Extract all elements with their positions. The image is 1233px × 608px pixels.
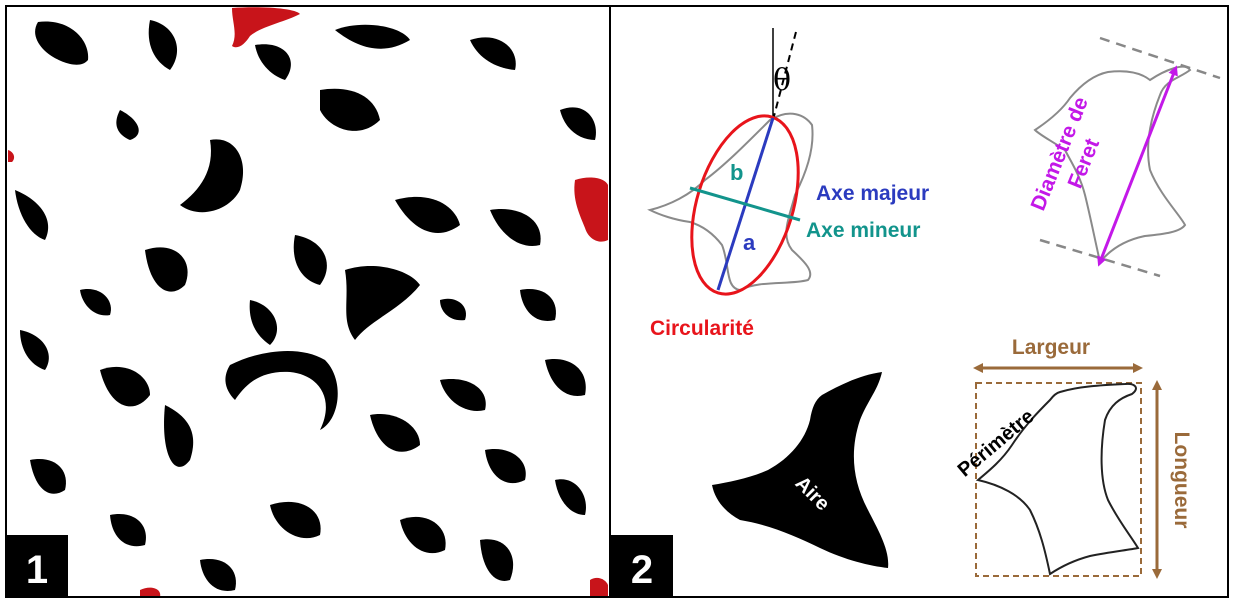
perimeter-diagram: Largeur Longueur Périmètre <box>954 336 1193 579</box>
label-largeur: Largeur <box>1012 336 1090 359</box>
label-axe-mineur: Axe mineur <box>806 219 920 242</box>
feret-diagram: Diamètre de Feret <box>1027 36 1221 278</box>
badge-2: 2 <box>611 535 673 597</box>
ellipse-fit-diagram: θ b a Axe majeur Axe mineur Circularité <box>647 27 929 340</box>
red-border-particles <box>8 7 608 597</box>
label-longueur: Longueur <box>1170 432 1193 529</box>
feret-diameter-arrow <box>1097 65 1178 267</box>
perimeter-contour <box>975 382 1140 576</box>
area-diagram: Aire <box>712 372 889 568</box>
label-b: b <box>730 160 743 185</box>
badge-1: 1 <box>6 535 68 597</box>
filled-particle-area <box>712 372 889 568</box>
label-circularite: Circularité <box>650 317 754 340</box>
label-axe-majeur: Axe majeur <box>816 182 929 205</box>
particle-contour <box>647 112 814 292</box>
angle-theta: θ <box>773 63 791 98</box>
label-a: a <box>743 230 756 255</box>
label-perimetre: Périmètre <box>954 405 1039 481</box>
bounding-box <box>975 382 1142 577</box>
binary-segmentation-image <box>15 20 596 591</box>
minor-axis <box>689 186 801 222</box>
major-axis-extension <box>772 27 798 121</box>
panel-2: θ b a Axe majeur Axe mineur Circularité … <box>611 27 1221 597</box>
svg-text:2: 2 <box>631 548 653 592</box>
svg-text:1: 1 <box>26 548 48 592</box>
feret-caliper-top <box>1099 36 1221 80</box>
panel-1: 1 <box>6 6 610 597</box>
feret-caliper-bottom <box>1039 238 1161 278</box>
